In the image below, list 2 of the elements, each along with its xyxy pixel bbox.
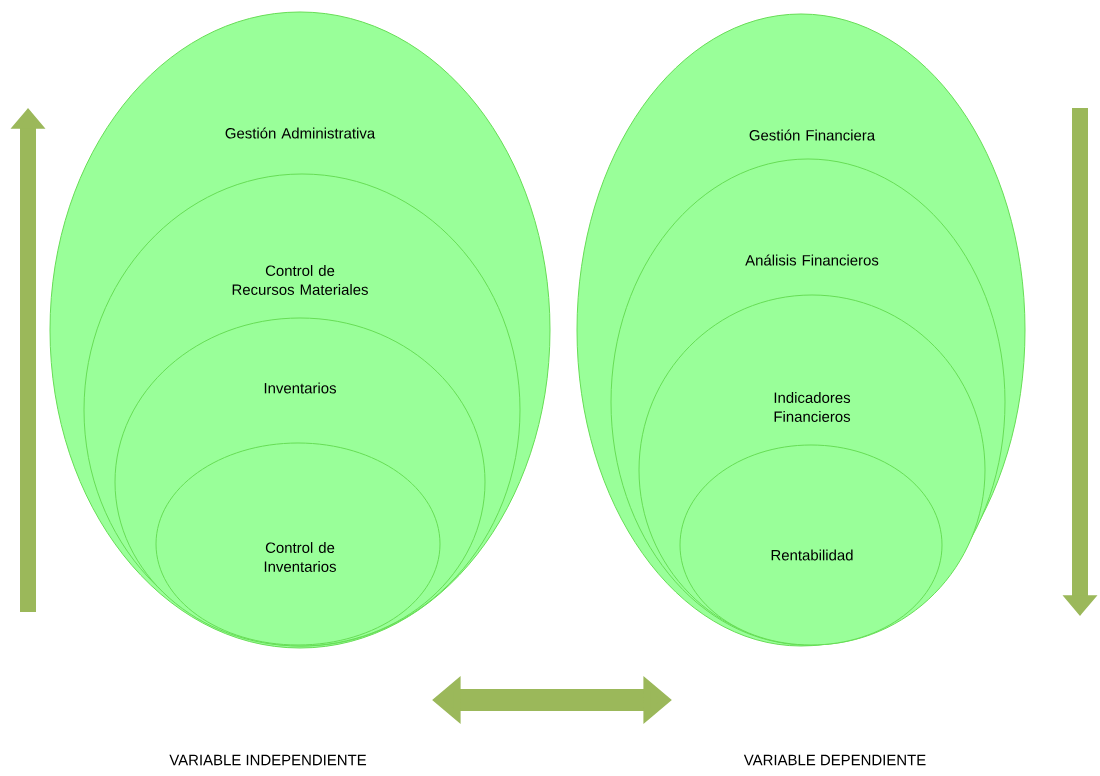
- caption-text: VARIABLE INDEPENDIENTE: [169, 754, 367, 766]
- caption-text: VARIABLE DEPENDIENTE: [743, 754, 926, 766]
